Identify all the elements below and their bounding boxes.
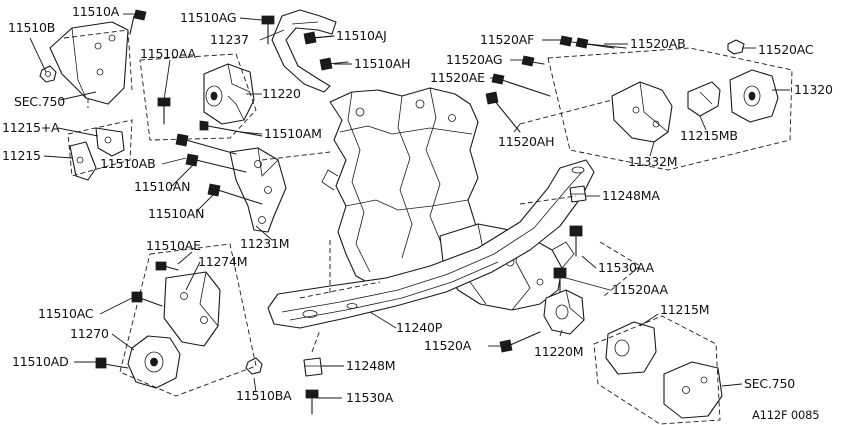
callout-11215MB: 11215MB <box>680 128 738 143</box>
bolt-11510AN-lower <box>207 183 263 205</box>
callout-11332M: 11332M <box>628 154 678 169</box>
callout-11530A: 11530A <box>346 390 394 405</box>
bolt-11510AM <box>199 120 263 137</box>
callout-11510AE: 11510AE <box>146 238 201 253</box>
bolt-11510AH <box>319 57 349 71</box>
bracket-11231M <box>229 147 287 233</box>
callout-11520AH: 11520AH <box>498 134 555 149</box>
callout-11510A: 11510A <box>72 4 120 19</box>
callout-11510AG: 11510AG <box>180 10 237 25</box>
mount-11270 <box>127 335 181 389</box>
callout-11520AC: 11520AC <box>758 42 814 57</box>
callout-11248MA: 11248MA <box>602 188 660 203</box>
mount-11220M <box>543 289 585 335</box>
callout-11320: 11320 <box>794 82 833 97</box>
callout-11215M: 11215M <box>660 302 710 317</box>
bolt-11510AG <box>261 15 275 45</box>
bolt-11510A <box>129 9 147 35</box>
callout-11510AH: 11510AH <box>354 56 411 71</box>
insulator-11215M <box>605 321 657 375</box>
insulator-11248MA <box>569 185 587 203</box>
diagram-reference-code: A112F 0085 <box>752 408 820 422</box>
callout-11530AA: 11530AA <box>598 260 654 275</box>
callout-11220: 11220 <box>262 86 301 101</box>
callout-11510BA: 11510BA <box>236 388 292 403</box>
bolt-11520A <box>499 331 541 353</box>
insulator-11248M <box>303 357 323 377</box>
bolt-11520AE <box>491 73 551 97</box>
callout-11510AJ: 11510AJ <box>336 28 387 43</box>
callout-11248M: 11248M <box>346 358 396 373</box>
insulator-11215MB <box>687 81 721 117</box>
nut-11510BA <box>245 357 263 375</box>
nut-11510B <box>39 65 57 83</box>
callout-sec750-top: SEC.750 <box>14 94 65 109</box>
callout-11510B: 11510B <box>8 20 56 35</box>
bracket-11215 <box>69 141 97 181</box>
callout-11231M: 11231M <box>240 236 290 251</box>
bolt-11510AA <box>157 97 171 125</box>
bolt-11530A <box>305 389 319 415</box>
callout-11520AE: 11520AE <box>430 70 485 85</box>
callout-11520AG: 11520AG <box>446 52 503 67</box>
mount-11320 <box>729 69 779 123</box>
nut-11520AC <box>727 39 745 55</box>
bolt-11530AA <box>569 225 583 257</box>
callout-11510AM: 11510AM <box>264 126 322 141</box>
callout-11510AN-upper: 11510AN <box>134 179 191 194</box>
stay-11237 <box>271 9 337 93</box>
bracket-11332M <box>611 81 673 143</box>
mount-11220 <box>203 63 255 125</box>
callout-11237: 11237 <box>210 32 249 47</box>
callout-11510AC: 11510AC <box>38 306 94 321</box>
callout-11520AA: 11520AA <box>612 282 668 297</box>
bolt-11510AD <box>95 357 129 369</box>
callout-11240P: 11240P <box>396 320 443 335</box>
callout-11270: 11270 <box>70 326 109 341</box>
callout-11510AB: 11510AB <box>100 156 156 171</box>
callout-11220M: 11220M <box>534 344 584 359</box>
bracket-sec750-bottom <box>663 361 723 419</box>
callout-sec750-bottom: SEC.750 <box>744 376 795 391</box>
bolt-11510AE <box>155 261 179 271</box>
front-bracket-assembly <box>49 21 133 108</box>
callout-11510AA: 11510AA <box>140 46 196 61</box>
center-member-11240P <box>267 159 595 329</box>
bracket-11215A <box>95 127 125 157</box>
callout-11520AB: 11520AB <box>630 36 686 51</box>
bolt-11520AB <box>575 37 627 49</box>
bracket-11274M <box>163 271 221 347</box>
bolt-11510AB <box>175 133 237 155</box>
callout-11510AD: 11510AD <box>12 354 69 369</box>
callout-11215A: 11215+A <box>2 120 60 135</box>
bolt-11520AG <box>521 55 545 67</box>
bolt-11510AC <box>131 291 163 307</box>
callout-11215: 11215 <box>2 148 41 163</box>
callout-11274M: 11274M <box>198 254 248 269</box>
leader-lines <box>29 13 790 399</box>
callout-11510AN-lower: 11510AN <box>148 206 205 221</box>
bolt-11520AH <box>485 91 521 133</box>
callout-11520A: 11520A <box>424 338 472 353</box>
callout-11520AF: 11520AF <box>480 32 535 47</box>
